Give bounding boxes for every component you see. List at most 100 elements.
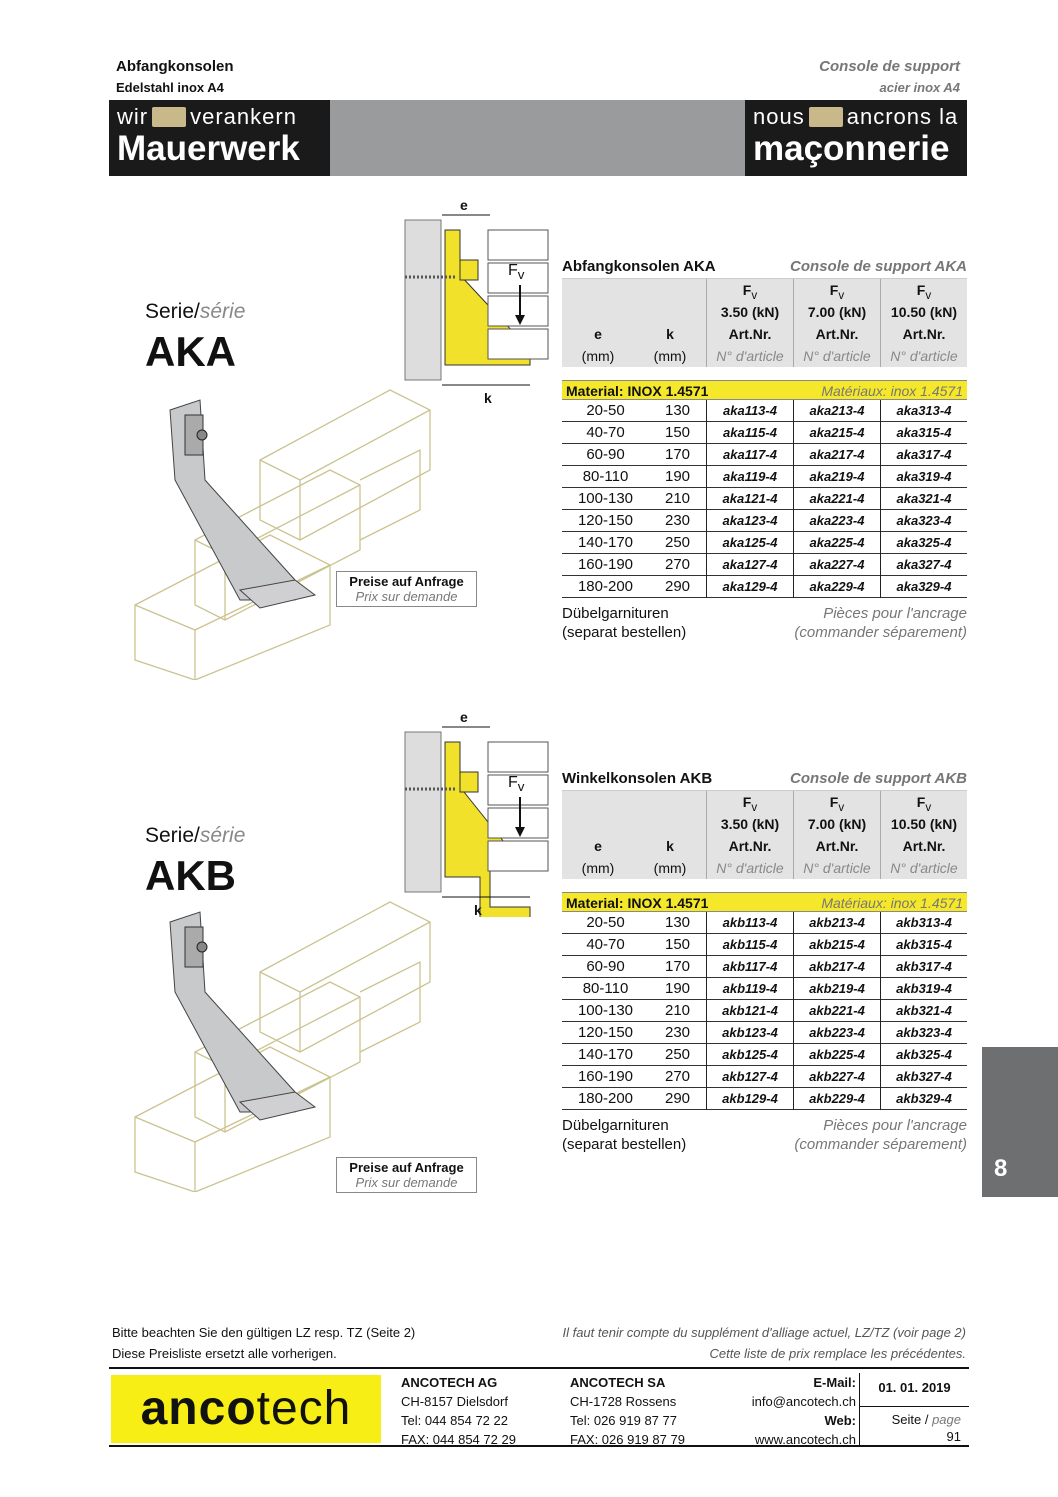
subtitle-de: Edelstahl inox A4 — [116, 80, 224, 95]
note-fr-1: Il faut tenir compte du supplément d'all… — [562, 1325, 966, 1340]
article-number: aka127-4 — [706, 554, 793, 576]
cell: 130 — [664, 914, 691, 931]
cell: 80-110 — [582, 980, 629, 997]
col-load: 7.00 (kN) — [793, 813, 880, 835]
web-link[interactable]: www.ancotech.ch — [754, 1432, 856, 1447]
page-value: 91 — [946, 1429, 961, 1444]
serie-de: Serie/ — [145, 824, 200, 847]
phone: Tel: 044 854 72 22 — [401, 1413, 508, 1428]
force-f: F — [508, 262, 518, 279]
col-force: Fv — [880, 279, 967, 302]
material-fr: Matériaux: inox 1.4571 — [821, 383, 963, 399]
col-artnr: Art.Nr. — [706, 835, 793, 857]
article-number: akb125-4 — [706, 1044, 793, 1066]
dimension-k: k — [484, 390, 492, 406]
bracket-illustration — [134, 901, 431, 1192]
email-link[interactable]: info@ancotech.ch — [751, 1394, 856, 1409]
article-number: aka225-4 — [793, 532, 880, 554]
article-number: aka117-4 — [706, 444, 793, 466]
col-artnr-fr: N° d'article — [880, 857, 967, 879]
article-number: aka123-4 — [706, 510, 793, 532]
slogan-word: verankern — [190, 104, 297, 129]
chapter-tab[interactable]: 8 — [982, 1047, 1058, 1197]
cross-section-diagram — [404, 726, 549, 917]
phone: Tel: 026 919 87 77 — [570, 1413, 677, 1428]
page-label-fr: page — [932, 1412, 961, 1427]
article-number: akb119-4 — [706, 978, 793, 1000]
serie-fr: série — [199, 824, 246, 847]
col-artnr-fr: N° d'article — [793, 345, 880, 367]
article-number: akb329-4 — [880, 1088, 967, 1110]
article-number: aka115-4 — [706, 422, 793, 444]
article-number: akb321-4 — [880, 1000, 967, 1022]
article-number: aka319-4 — [880, 466, 967, 488]
col-artnr-fr: N° d'article — [793, 857, 880, 879]
cell: 100-130 — [577, 1002, 634, 1019]
serie-label: Serie/série — [145, 824, 245, 848]
price-fr: Prix sur demande — [355, 589, 458, 604]
brick-icon — [152, 107, 187, 127]
article-number: aka227-4 — [793, 554, 880, 576]
note-fr-2: Cette liste de prix remplace les précéde… — [709, 1346, 966, 1361]
col-force: Fv — [880, 791, 967, 814]
cell: 40-70 — [586, 424, 625, 441]
force-label: Fv — [508, 262, 524, 282]
force-sub: v — [517, 779, 525, 795]
col-k: k — [666, 838, 674, 854]
material-de: Material: INOX 1.4571 — [566, 383, 709, 399]
brick-icon — [808, 107, 843, 127]
price-fr: Prix sur demande — [355, 1175, 458, 1190]
article-number: akb229-4 — [793, 1088, 880, 1110]
cell: 120-150 — [577, 512, 634, 529]
slogan-big: maçonnerie — [753, 129, 950, 168]
article-number: akb127-4 — [706, 1066, 793, 1088]
col-force: Fv — [793, 791, 880, 814]
note-de-2: Diese Preisliste ersetzt alle vorherigen… — [112, 1346, 337, 1361]
cell: 270 — [664, 556, 691, 573]
col-load: 3.50 (kN) — [706, 813, 793, 835]
article-number: aka223-4 — [793, 510, 880, 532]
serie-name: AKA — [145, 328, 236, 375]
cell: 190 — [664, 980, 691, 997]
cell: 270 — [664, 1068, 691, 1085]
dowel-fr: Pièces pour l'ancrage — [823, 1117, 967, 1134]
article-number: aka219-4 — [793, 466, 880, 488]
title-de: Abfangkonsolen — [116, 58, 234, 75]
unit-e: (mm) — [581, 860, 615, 876]
web-label: Web: — [824, 1413, 856, 1428]
city: CH-1728 Rossens — [570, 1394, 677, 1409]
col-k: k — [666, 326, 674, 342]
cell: 180-200 — [577, 578, 634, 595]
dimension-e: e — [460, 709, 468, 725]
col-e: e — [594, 838, 602, 854]
dowel-de: Dübelgarnituren — [562, 1117, 669, 1134]
slogan-word: wir — [117, 104, 149, 129]
cell: 250 — [664, 1046, 691, 1063]
table-title-fr: Console de support AKA — [790, 258, 967, 275]
article-number: aka217-4 — [793, 444, 880, 466]
dowel-fr: Pièces pour l'ancrage — [823, 605, 967, 622]
cell: 140-170 — [577, 534, 634, 551]
logo-part: tech — [256, 1382, 352, 1435]
article-number: akb115-4 — [706, 934, 793, 956]
material-row: Material: INOX 1.4571 Matériaux: inox 1.4… — [562, 380, 967, 400]
article-number: aka121-4 — [706, 488, 793, 510]
ancotech-logo: ancotech — [111, 1375, 381, 1443]
title-fr: Console de support — [819, 58, 960, 75]
cell: 160-190 — [577, 1068, 634, 1085]
col-load: 7.00 (kN) — [793, 301, 880, 323]
